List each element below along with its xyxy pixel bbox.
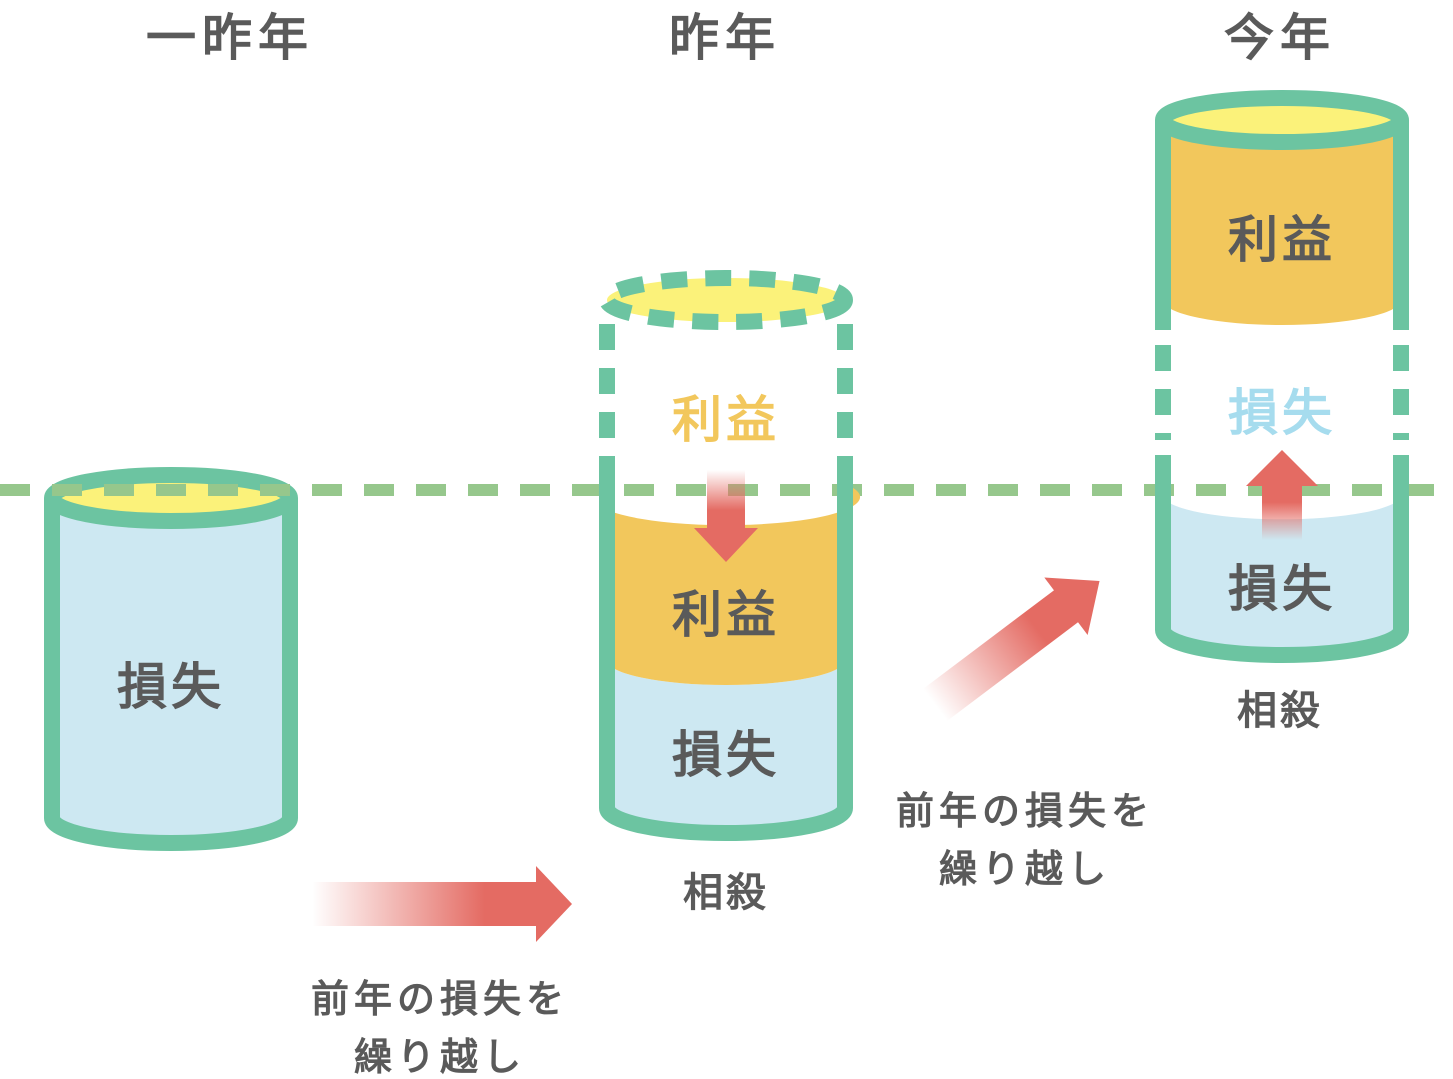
loss-up-arrow — [1246, 450, 1318, 540]
offset-label: 相殺 — [683, 870, 769, 916]
loss-fill — [1163, 490, 1403, 655]
cylinder-two-years-ago: 損失 — [44, 467, 298, 851]
carryover-1-line2: 繰り越し — [354, 1035, 526, 1079]
loss-label: 損失 — [117, 658, 225, 716]
cylinder-this-year: 利益 損失 損失 相殺 — [1155, 90, 1409, 734]
loss-fill — [607, 660, 845, 833]
year-this-year: 今年 — [1224, 9, 1336, 67]
carryover-arrow-2 — [922, 577, 1100, 721]
loss-label: 損失 — [1228, 560, 1336, 618]
ghost-profit-label: 利益 — [672, 391, 780, 449]
offset-label: 相殺 — [1237, 688, 1323, 734]
year-two-years-ago: 一昨年 — [146, 9, 314, 67]
profit-down-arrow — [694, 470, 758, 562]
cylinder-top-surface — [44, 467, 298, 529]
profit-fill — [1163, 120, 1401, 325]
cylinder-top-surface — [1155, 90, 1409, 150]
ghost-top-surface — [607, 278, 845, 322]
ghost-top-outline — [599, 270, 853, 330]
cylinder-outline — [44, 498, 298, 851]
carryover-arrow-1 — [312, 866, 572, 942]
carryover-2-line2: 繰り越し — [939, 847, 1111, 891]
cylinder-outline — [599, 472, 853, 841]
loss-fill — [52, 498, 290, 843]
profit-fill — [607, 484, 861, 685]
loss-label: 損失 — [672, 726, 780, 784]
ghost-loss-label: 損失 — [1228, 384, 1336, 442]
year-last-year: 昨年 — [669, 9, 781, 67]
profit-label: 利益 — [1228, 211, 1336, 269]
cylinder-last-year: 利益 利益 損失 相殺 — [599, 270, 861, 916]
carryover-2-line1: 前年の損失を — [896, 789, 1154, 833]
carryover-1-line1: 前年の損失を — [311, 977, 569, 1021]
profit-label: 利益 — [672, 586, 780, 644]
lower-outline — [1155, 455, 1409, 663]
